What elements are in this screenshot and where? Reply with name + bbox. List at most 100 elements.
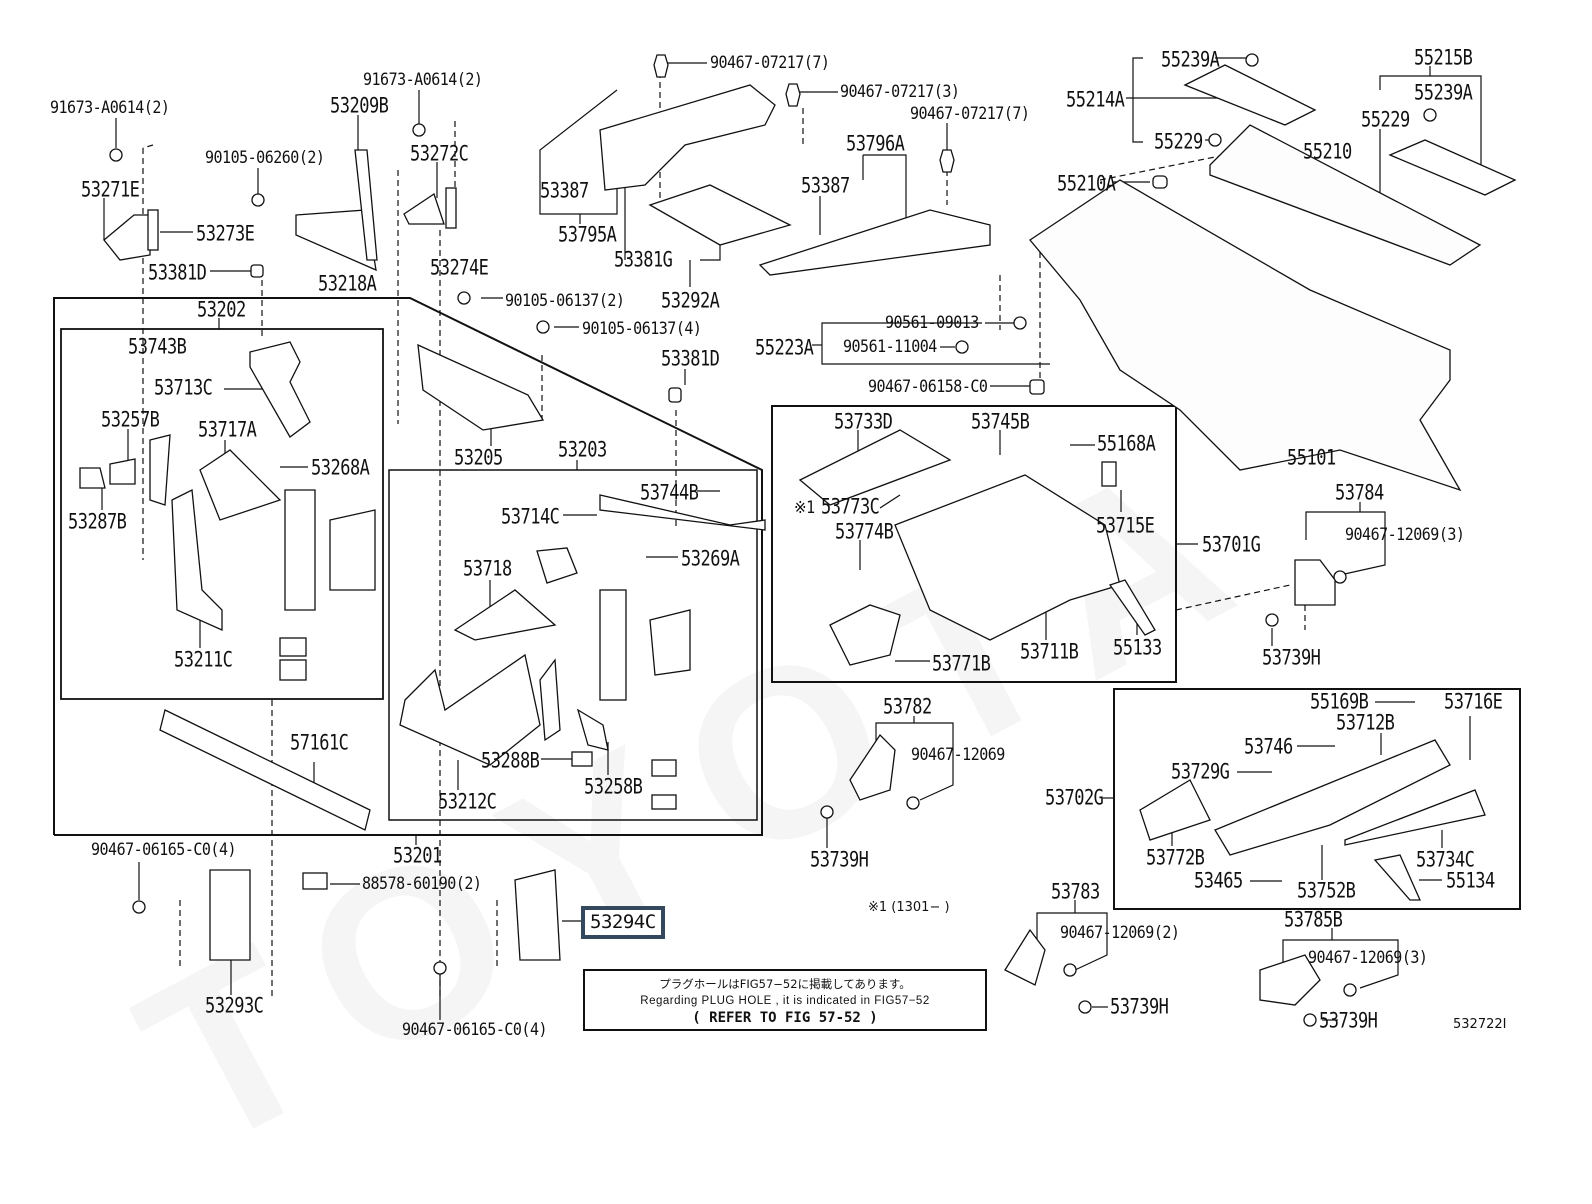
part-label[interactable]: 90467-12069(2) [1060, 922, 1180, 943]
group-53202-box [60, 328, 384, 700]
part-label[interactable]: ※1 [794, 497, 815, 518]
part-label[interactable]: 88578-60190(2) [362, 873, 482, 894]
part-label[interactable]: 90561-09013 [885, 312, 979, 333]
part-label[interactable]: 53387 [801, 173, 850, 199]
part-label[interactable]: 53202 [197, 297, 246, 323]
part-label[interactable]: 55101 [1287, 445, 1336, 471]
part-label[interactable]: 53745B [971, 409, 1030, 435]
part-label[interactable]: 53257B [101, 407, 160, 433]
part-label[interactable]: 53739H [1110, 994, 1169, 1020]
part-label[interactable]: 55239A [1161, 47, 1220, 73]
part-label[interactable]: 53205 [454, 445, 503, 471]
part-label[interactable]: 90467-07217(7) [710, 52, 830, 73]
part-label[interactable]: 53712B [1336, 710, 1395, 736]
part-label[interactable]: 53716E [1444, 689, 1503, 715]
part-label[interactable]: 53714C [501, 504, 560, 530]
part-label[interactable]: 53212C [438, 789, 497, 815]
part-label[interactable]: 53739H [1319, 1008, 1378, 1034]
part-label[interactable]: 53381D [661, 346, 720, 372]
part-label[interactable]: 53746 [1244, 734, 1293, 760]
part-label[interactable]: 53729G [1171, 759, 1230, 785]
part-label[interactable]: 90467-07217(7) [910, 103, 1030, 124]
part-label[interactable]: 90105-06260(2) [205, 147, 325, 168]
part-label[interactable]: 53717A [198, 417, 257, 443]
note-reference-link[interactable]: ( REFER TO FIG 57-52 ) [692, 1010, 878, 1026]
part-label[interactable]: 55169B [1310, 689, 1369, 715]
note-line-en: Regarding PLUG HOLE , it is indicated in… [640, 995, 930, 1007]
part-label[interactable]: 90467-12069(3) [1345, 524, 1465, 545]
part-label[interactable]: 53211C [174, 647, 233, 673]
part-label[interactable]: 55134 [1446, 868, 1495, 894]
part-label[interactable]: 53715E [1096, 513, 1155, 539]
part-label[interactable]: 90561-11004 [843, 336, 937, 357]
part-label[interactable]: 53739H [1262, 645, 1321, 671]
part-label[interactable]: 53203 [558, 437, 607, 463]
part-label[interactable]: 53287B [68, 509, 127, 535]
part-label[interactable]: 90105-06137(4) [582, 318, 702, 339]
part-label[interactable]: 53744B [640, 480, 699, 506]
part-label[interactable]: 53381D [148, 260, 207, 286]
part-label[interactable]: 53288B [481, 748, 540, 774]
part-label[interactable]: 53774B [835, 519, 894, 545]
part-label[interactable]: 55223A [755, 335, 814, 361]
plug-hole-note: プラグホールはFIG57−52に掲載してあります。 Regarding PLUG… [583, 969, 987, 1031]
part-label[interactable]: 53387 [540, 178, 589, 204]
part-label[interactable]: 53258B [584, 774, 643, 800]
highlighted-part-label[interactable]: 53294C [581, 906, 665, 939]
part-label[interactable]: 55168A [1097, 431, 1156, 457]
part-label[interactable]: 53739H [810, 847, 869, 873]
part-label[interactable]: 53718 [463, 556, 512, 582]
part-label[interactable]: 55210A [1057, 171, 1116, 197]
part-label[interactable]: 91673-A0614(2) [50, 97, 170, 118]
part-label[interactable]: 53269A [681, 546, 740, 572]
part-label[interactable]: 53773C [821, 494, 880, 520]
part-label[interactable]: 53272C [410, 141, 469, 167]
part-label[interactable]: 55229 [1361, 107, 1410, 133]
part-label[interactable]: 53201 [393, 843, 442, 869]
part-label[interactable]: 53381G [614, 247, 673, 273]
part-label[interactable]: 53273E [196, 221, 255, 247]
part-label[interactable]: 53702G [1045, 785, 1104, 811]
note-line-jp: プラグホールはFIG57−52に掲載してあります。 [659, 977, 911, 991]
part-label[interactable]: 53783 [1051, 879, 1100, 905]
part-label[interactable]: 90467-12069 [911, 744, 1005, 765]
part-label[interactable]: 53271E [81, 177, 140, 203]
group-53203-box [388, 469, 758, 821]
part-label[interactable]: 90105-06137(2) [505, 290, 625, 311]
part-label[interactable]: 53292A [661, 288, 720, 314]
part-label[interactable]: 53465 [1194, 868, 1243, 894]
part-label[interactable]: 53733D [834, 409, 893, 435]
part-label[interactable]: 90467-06158-C0 [868, 376, 988, 397]
part-label[interactable]: 53772B [1146, 845, 1205, 871]
part-label[interactable]: 90467-06165-C0(4) [402, 1019, 548, 1040]
part-label[interactable]: 53795A [558, 222, 617, 248]
part-label[interactable]: 53218A [318, 271, 377, 297]
part-label[interactable]: 55214A [1066, 87, 1125, 113]
part-label[interactable]: 55133 [1113, 635, 1162, 661]
part-label[interactable]: 55239A [1414, 80, 1473, 106]
part-label[interactable]: 53274E [430, 255, 489, 281]
part-label[interactable]: 53711B [1020, 639, 1079, 665]
part-label[interactable]: 53743B [128, 334, 187, 360]
part-label[interactable]: 53784 [1335, 480, 1384, 506]
part-label[interactable]: 90467-12069(3) [1308, 947, 1428, 968]
part-label[interactable]: 53752B [1297, 878, 1356, 904]
part-shapes [79, 53, 1517, 1027]
part-label[interactable]: 53701G [1202, 532, 1261, 558]
part-label[interactable]: 55229 [1154, 129, 1203, 155]
part-label[interactable]: 55215B [1414, 45, 1473, 71]
part-label[interactable]: 90467-07217(3) [840, 81, 960, 102]
part-label[interactable]: 53209B [330, 93, 389, 119]
part-label[interactable]: 57161C [290, 730, 349, 756]
part-label[interactable]: 53268A [311, 455, 370, 481]
part-label[interactable]: 53771B [932, 651, 991, 677]
part-label[interactable]: 53796A [846, 131, 905, 157]
part-label[interactable]: 53713C [154, 375, 213, 401]
part-label[interactable]: 90467-06165-C0(4) [91, 839, 237, 860]
part-label[interactable]: 91673-A0614(2) [363, 69, 483, 90]
part-label[interactable]: 53785B [1284, 907, 1343, 933]
part-label[interactable]: 53782 [883, 694, 932, 720]
part-label[interactable]: 53293C [205, 993, 264, 1019]
part-label[interactable]: 55210 [1303, 139, 1352, 165]
part-label[interactable]: 53734C [1416, 847, 1475, 873]
